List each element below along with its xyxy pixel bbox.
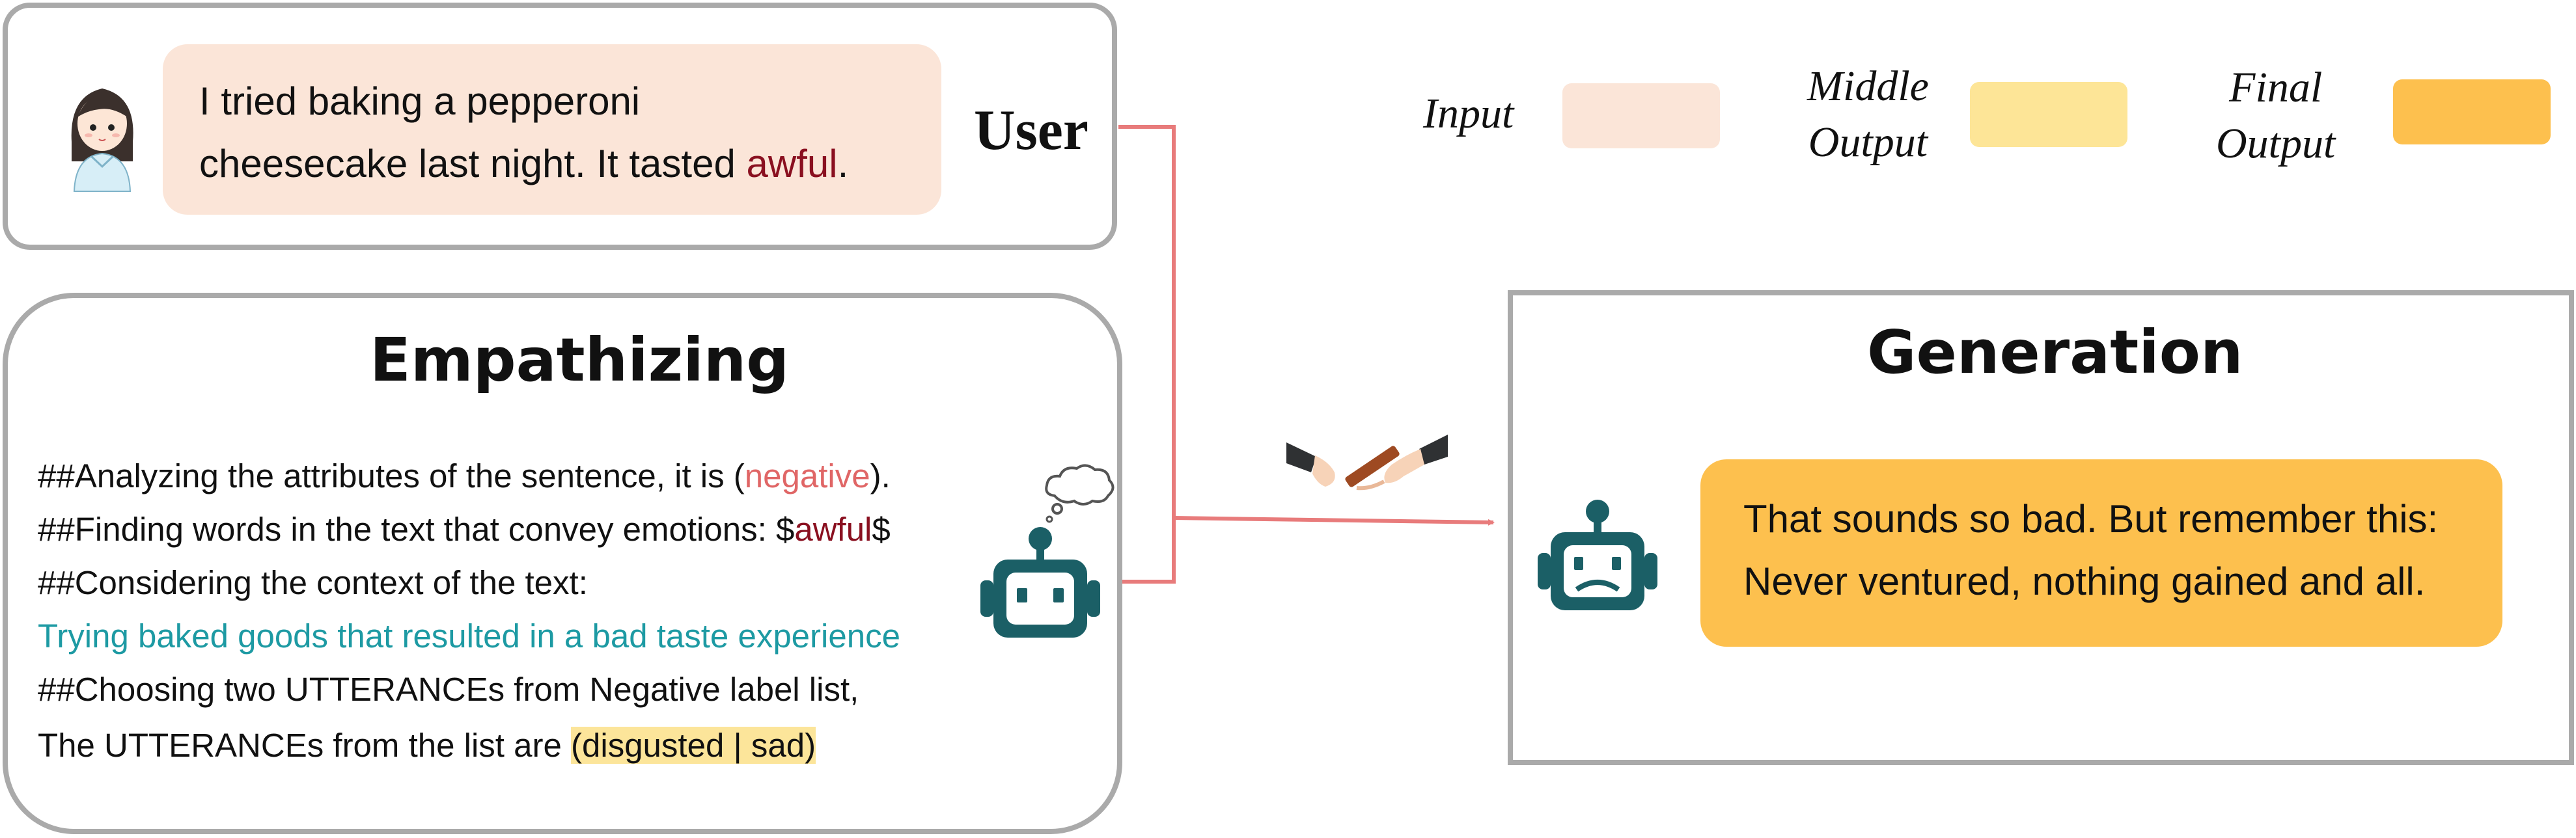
emotion-word: awful: [794, 511, 872, 548]
analysis-line-prefix: ##Analyzing the attributes of the senten…: [38, 457, 745, 494]
legend-input-swatch: [1562, 83, 1720, 148]
empathizing-title: Empathizing: [370, 325, 790, 395]
user-message-line2-suffix: .: [837, 142, 849, 185]
legend-input-label: Input: [1423, 90, 1514, 137]
user-message-line1: I tried baking a pepperoni: [199, 79, 641, 123]
user-label: User: [974, 99, 1088, 162]
user-message-keyword: awful: [746, 142, 838, 185]
legend-middle-line1: Middle: [1807, 62, 1929, 110]
analysis-line-suffix: ).: [870, 457, 891, 494]
user-connector: [1103, 125, 1176, 584]
robot-thinking-icon: [980, 527, 1100, 638]
legend-middle-line2: Output: [1808, 118, 1928, 166]
sad-robot-icon: [1538, 500, 1657, 610]
legend-final-line1: Final: [2229, 64, 2323, 111]
utterances-value: (disgusted | sad): [571, 727, 816, 764]
user-message-line2-prefix: cheesecake last night. It tasted: [199, 142, 747, 185]
user-message-bubble: I tried baking a pepperoni cheesecake la…: [163, 44, 941, 215]
utterances-prefix: The UTTERANCEs from the list are: [38, 727, 572, 764]
generation-arrow: [1173, 516, 1495, 526]
utterances-line: The UTTERANCEs from the list are (disgus…: [38, 726, 816, 764]
response-line2: Never ventured, nothing gained and all.: [1743, 560, 2426, 603]
legend-final-output-label: Final Output: [2216, 60, 2335, 172]
legend-final-output-swatch: [2393, 79, 2551, 144]
response-line1: That sounds so bad. But remember this:: [1743, 497, 2439, 541]
empathizing-panel: [3, 293, 1122, 834]
context-heading-line: ##Considering the context of the text:: [38, 564, 588, 601]
utterance-selection-line: ##Choosing two UTTERANCEs from Negative …: [38, 671, 859, 708]
emotion-words-suffix: $: [872, 511, 891, 548]
thought-cloud-icon: [1045, 464, 1115, 523]
sentiment-value: negative: [744, 457, 870, 494]
emotion-words-line: ##Finding words in the text that convey …: [38, 510, 891, 548]
context-description: Trying baked goods that resulted in a ba…: [38, 617, 900, 655]
analysis-line: ##Analyzing the attributes of the senten…: [38, 457, 891, 495]
handshake-icon: [1286, 435, 1448, 491]
legend-final-line2: Output: [2216, 120, 2336, 167]
emotion-words-prefix: ##Finding words in the text that convey …: [38, 511, 795, 548]
girl-avatar-icon: [71, 88, 133, 192]
generation-title: Generation: [1867, 318, 2243, 387]
legend-middle-output-swatch: [1970, 82, 2127, 147]
user-message-line2: cheesecake last night. It tasted awful.: [199, 133, 905, 195]
legend-middle-output-label: Middle Output: [1807, 59, 1929, 170]
generation-response-bubble: That sounds so bad. But remember this: N…: [1700, 459, 2502, 647]
